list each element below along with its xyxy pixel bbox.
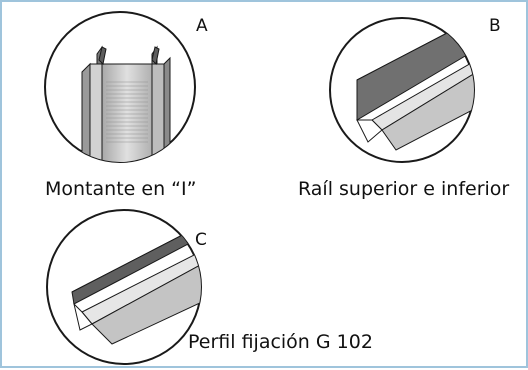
- circle-b: [329, 17, 475, 163]
- figure-a-letter: A: [196, 16, 208, 36]
- figure-a-caption: Montante en “I”: [45, 178, 197, 200]
- circle-a: [44, 11, 196, 163]
- figure-b-caption: Raíl superior e inferior: [298, 178, 510, 200]
- figure-c-letter: C: [195, 230, 207, 250]
- circle-c: [46, 209, 202, 365]
- figure-c-caption: Perfil fijación G 102: [188, 331, 373, 353]
- figure-b-letter: B: [489, 16, 501, 36]
